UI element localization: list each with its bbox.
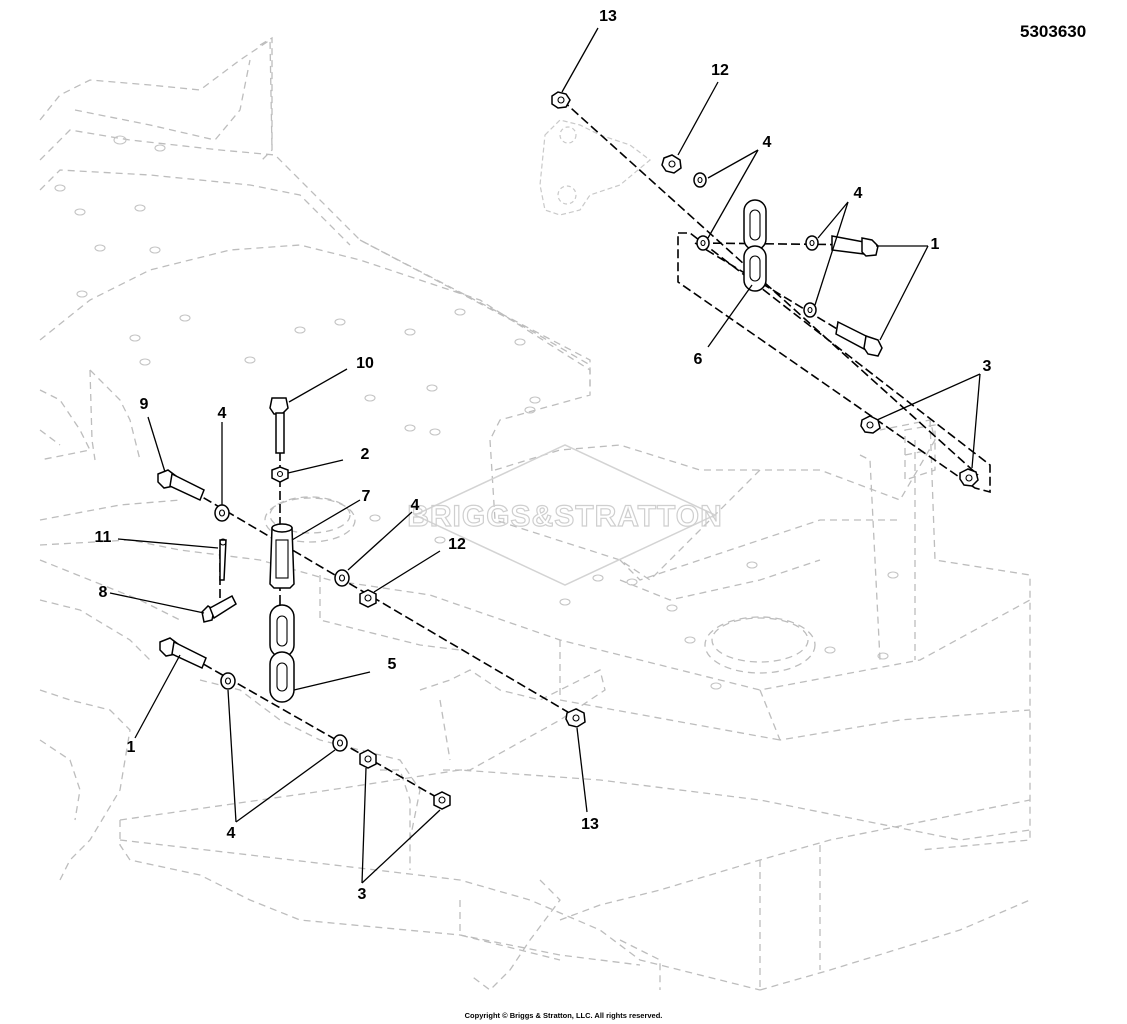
callout-7: 7 [362, 488, 371, 505]
hex-nut-3-lower-far [433, 791, 451, 810]
hex-nut-3-upper [860, 415, 881, 434]
hex-nut-3-lower-left [359, 749, 377, 769]
callout-3-bottom: 3 [358, 886, 367, 903]
clevis-pin-8 [201, 594, 237, 623]
callout-4-c: 4 [218, 405, 227, 422]
callout-12-top: 12 [711, 62, 729, 79]
callout-9: 9 [140, 396, 149, 413]
copyright-notice: Copyright © Briggs & Stratton, LLC. All … [464, 1011, 663, 1020]
washer-4-left-a [696, 235, 710, 251]
hex-nut-3-lower [959, 468, 979, 487]
washer-4-top [693, 172, 707, 188]
deck-frame-ghost [39, 36, 1031, 991]
callout-11: 11 [95, 529, 112, 546]
callout-5: 5 [388, 656, 397, 673]
callout-labels: 13 12 4 4 1 6 3 10 2 9 4 7 4 12 11 8 5 1… [95, 8, 992, 903]
washer-4-lower-left [220, 672, 236, 690]
callout-12-mid: 12 [448, 536, 466, 553]
clevis-7 [269, 523, 295, 589]
washer-4-lower-right [332, 734, 348, 752]
bolt-9 [157, 469, 205, 502]
document-number: 5303630 [1020, 22, 1087, 41]
watermark-text: BRIGGS&STRATTON [407, 500, 723, 533]
callout-6: 6 [694, 351, 703, 368]
lock-nut-12-mid [359, 589, 377, 608]
lock-nut-12-top [661, 154, 682, 174]
callout-13-bottom: 13 [581, 816, 599, 833]
hex-nut-13-bottom [565, 708, 586, 728]
bolt-1-lower [835, 320, 883, 357]
assembly-axes [169, 99, 991, 803]
upper-mount-bracket-ghost [539, 119, 651, 216]
callout-8: 8 [99, 584, 108, 601]
callout-1-left: 1 [127, 739, 136, 756]
bolt-1-upper [831, 235, 879, 257]
washer-4-right-a [805, 235, 819, 251]
cotter-pin-11 [219, 538, 227, 581]
leader-lines [109, 27, 981, 884]
hex-nut-2 [271, 466, 289, 483]
washer-4-right-b [803, 302, 817, 318]
callout-13-top: 13 [599, 8, 617, 25]
chain-5 [269, 604, 295, 703]
bolt-1-lower-left [159, 637, 207, 670]
callout-2: 2 [361, 446, 370, 463]
bolt-10 [269, 397, 289, 454]
hex-nut-13-top [551, 91, 571, 109]
callout-4-d: 4 [411, 497, 420, 514]
callout-4-a: 4 [763, 134, 772, 151]
callout-3-right: 3 [983, 358, 992, 375]
washer-4-center [334, 569, 350, 587]
callout-4-b: 4 [854, 185, 863, 202]
washer-4-left-mid [214, 504, 230, 522]
deck-mounting-holes [54, 135, 899, 690]
chain-6 [743, 199, 767, 292]
brand-watermark: BRIGGS&STRATTON [407, 444, 723, 586]
callout-10: 10 [356, 355, 374, 372]
callout-4-bottom: 4 [227, 825, 236, 842]
callout-1-right: 1 [931, 236, 940, 253]
